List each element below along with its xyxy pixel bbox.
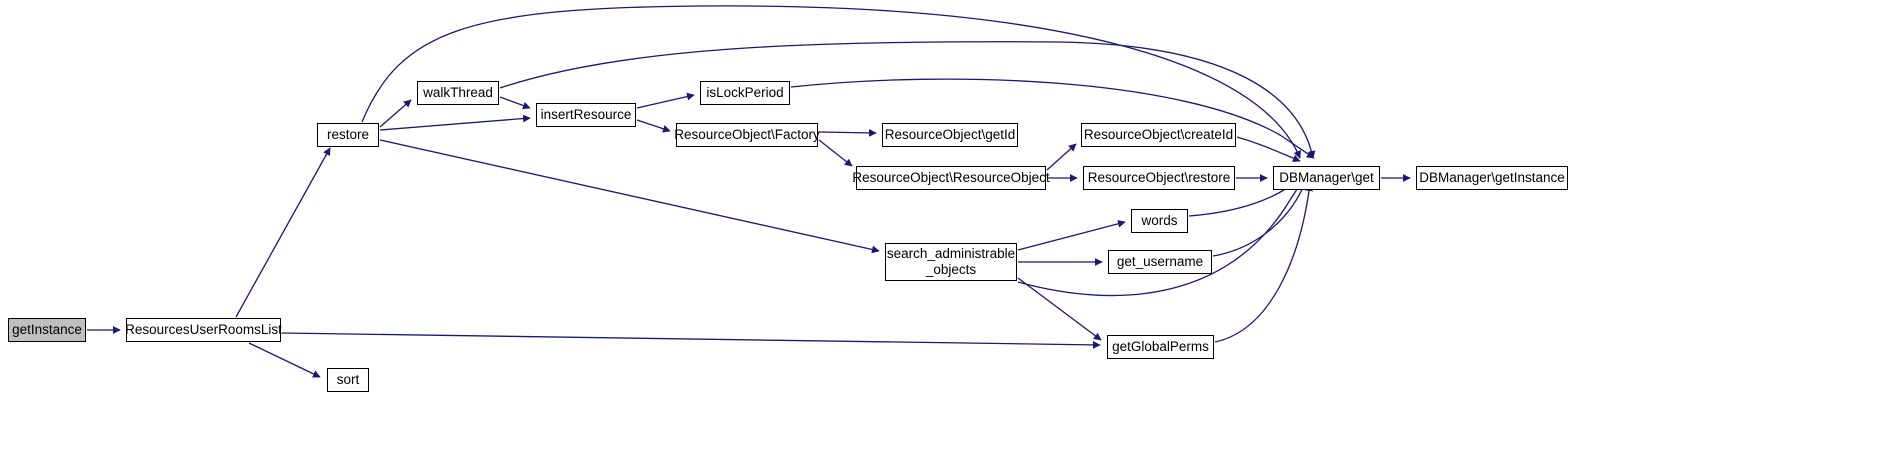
edge-walkthread-dbmanagerget <box>499 41 1316 159</box>
node-resourceobject-factory[interactable]: ResourceObject\Factory <box>674 123 820 147</box>
node-label: ResourcesUserRoomsList <box>125 322 282 338</box>
node-label: isLockPeriod <box>706 85 784 101</box>
node-label: ResourceObject\ResourceObject <box>852 170 1050 186</box>
node-label: getInstance <box>12 322 82 338</box>
node-resourceobject-resourceobject[interactable]: ResourceObject\ResourceObject <box>852 166 1050 190</box>
node-sort[interactable]: sort <box>327 368 369 392</box>
edge-restore-dbmanagerget <box>361 5 1301 159</box>
edge-restore-walkthread <box>379 99 412 128</box>
node-restore[interactable]: restore <box>317 123 379 147</box>
node-label: ResourceObject\Factory <box>674 127 820 143</box>
node-label: search_administrable _objects <box>886 246 1016 277</box>
edge-getglobalperms-dbmanagerget <box>1214 183 1313 343</box>
node-walkthread[interactable]: walkThread <box>417 81 499 105</box>
edge-search-administrable-objects-getglobalperms <box>1017 277 1102 341</box>
edge-resourcesuserroomslist-restore <box>235 147 331 318</box>
node-label: ResourceObject\getId <box>884 127 1016 143</box>
edge-islockperiod-dbmanagerget <box>790 78 1315 159</box>
node-insertresource[interactable]: insertResource <box>536 103 636 127</box>
node-label: DBManager\get <box>1279 170 1374 186</box>
node-resourceobject-restore[interactable]: ResourceObject\restore <box>1083 166 1235 190</box>
node-label: getGlobalPerms <box>1112 339 1209 355</box>
edge-resourceobjectfactory-resourceobjectresourceobject <box>818 139 853 167</box>
node-label: DBManager\getInstance <box>1419 170 1565 186</box>
node-label: get_username <box>1116 254 1204 270</box>
edge-resourceobjectfactory-resourceobjectgetid <box>818 128 877 137</box>
node-islockperiod[interactable]: isLockPeriod <box>700 81 790 105</box>
edge-restore-insertresource <box>379 114 531 131</box>
edge-restore-search-administrable-objects <box>379 139 880 254</box>
node-words[interactable]: words <box>1131 209 1188 233</box>
edge-insertresource-resourceobjectfactory <box>636 119 671 133</box>
edge-get-username-dbmanagerget <box>1212 179 1308 257</box>
node-label: ResourceObject\createId <box>1083 127 1234 143</box>
node-resourceobject-getid[interactable]: ResourceObject\getId <box>882 123 1018 147</box>
node-resourcesuserroomslist[interactable]: ResourcesUserRoomsList <box>125 318 282 342</box>
edge-resourcesuserroomslist-getglobalperms <box>281 332 1101 349</box>
node-getglobalperms[interactable]: getGlobalPerms <box>1107 335 1214 359</box>
edge-resourceobjectresourceobject-resourceobjectcreateid <box>1046 143 1077 171</box>
node-label: sort <box>336 372 360 388</box>
edge-search-administrable-objects-dbmanagerget <box>1017 171 1308 297</box>
node-label: walkThread <box>423 85 493 101</box>
node-label: insertResource <box>540 107 632 123</box>
edge-insertresource-islockperiod <box>636 92 695 109</box>
edge-resourcesuserroomslist-sort <box>248 342 321 378</box>
node-dbmanager-get[interactable]: DBManager\get <box>1273 166 1380 190</box>
node-dbmanager-getinstance[interactable]: DBManager\getInstance <box>1416 166 1568 190</box>
node-label: words <box>1141 213 1178 229</box>
node-label: restore <box>326 127 370 143</box>
node-resourceobject-createid[interactable]: ResourceObject\createId <box>1081 123 1236 147</box>
edge-resourceobjectcreateid-dbmanagerget <box>1236 136 1301 163</box>
node-search-administrable-objects[interactable]: search_administrable _objects <box>885 243 1017 281</box>
node-getinstance[interactable]: getInstance <box>8 318 86 342</box>
edge-walkthread-insertresource <box>499 96 531 110</box>
edge-search-administrable-objects-words <box>1017 220 1126 251</box>
node-get-username[interactable]: get_username <box>1108 250 1212 274</box>
node-label: ResourceObject\restore <box>1087 170 1231 186</box>
